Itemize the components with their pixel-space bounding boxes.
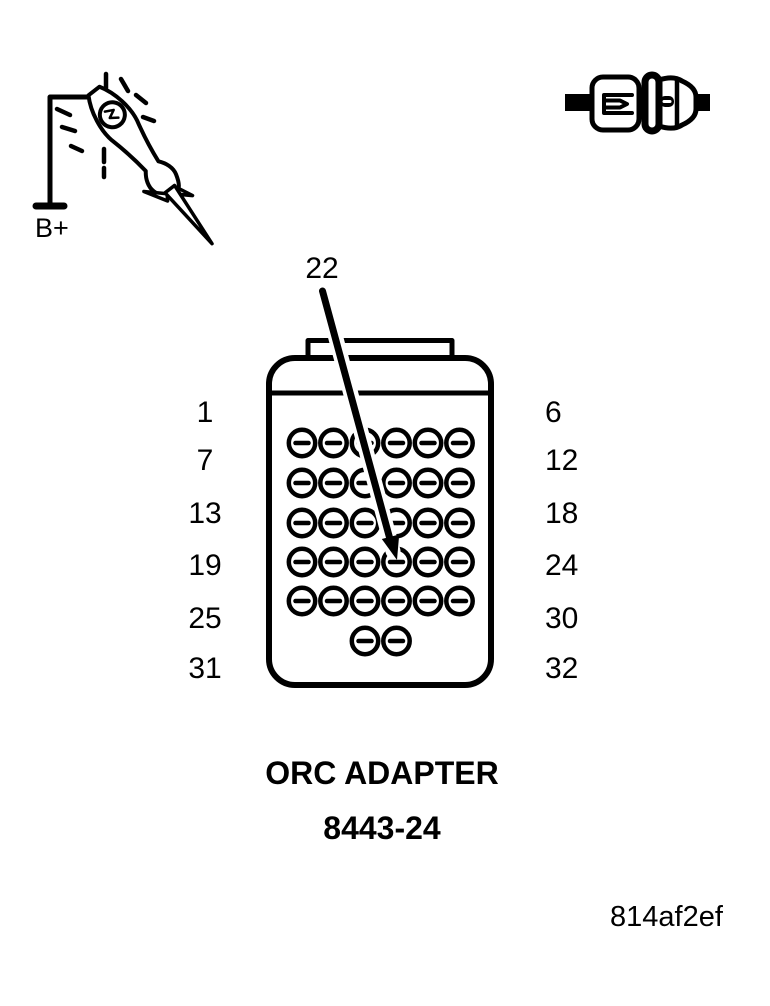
male-connector-housing <box>589 74 642 133</box>
pin-29 <box>412 585 444 617</box>
pin-17 <box>412 507 444 539</box>
pin-row-label-right-32: 32 <box>545 652 579 685</box>
pin-2 <box>318 427 349 459</box>
pin-32 <box>381 625 412 657</box>
male-terminal-slot <box>602 93 634 115</box>
pin-4 <box>381 427 412 459</box>
pin-row-label-right-6: 6 <box>545 396 562 429</box>
pin-row-label-left-7: 7 <box>196 444 214 477</box>
pin-row-label-left-25: 25 <box>188 602 222 635</box>
pin-15 <box>349 507 381 539</box>
connector-lock-tab <box>305 338 455 362</box>
pin-19 <box>286 546 318 578</box>
pin-10 <box>381 467 412 499</box>
light-rays-icon <box>54 71 157 180</box>
pin-14 <box>318 507 349 539</box>
female-connector-seal-ring <box>641 71 663 135</box>
pin-row-label-right-24: 24 <box>545 549 579 582</box>
pin-7 <box>286 467 318 499</box>
pin-8 <box>318 467 349 499</box>
right-wire-stub <box>696 94 710 111</box>
pin-21 <box>349 546 381 578</box>
pin-26 <box>318 585 349 617</box>
adapter-name-title: ORC ADAPTER <box>265 755 499 791</box>
left-wire-stub <box>565 94 593 111</box>
pin-24 <box>444 546 475 578</box>
pin-row-label-left-1: 1 <box>196 396 214 429</box>
pin-20 <box>318 546 349 578</box>
pin-11 <box>412 467 444 499</box>
probe-needle <box>163 183 214 246</box>
test-light-probe-icon <box>32 71 214 246</box>
pin-22-callout-label: 22 <box>305 252 339 285</box>
pin-13 <box>286 507 318 539</box>
inline-connector-pair-icon <box>565 71 710 135</box>
pin-18 <box>444 507 475 539</box>
adapter-part-number: 8443-24 <box>323 810 441 846</box>
orc-adapter-connector <box>266 338 494 688</box>
probe-wire <box>47 94 100 207</box>
pin-row-label-left-19: 19 <box>188 549 222 582</box>
pin-grid <box>286 427 475 657</box>
pin-1 <box>286 427 318 459</box>
pin-row-label-left-31: 31 <box>188 652 222 685</box>
figure-code: 814af2ef <box>610 901 723 933</box>
pin-27 <box>349 585 381 617</box>
arrow-shaft <box>319 287 395 547</box>
bulb-filament <box>103 108 120 120</box>
pin-6 <box>444 427 475 459</box>
pin-5 <box>412 427 444 459</box>
probe-body <box>86 84 214 246</box>
pin-25 <box>286 585 318 617</box>
b-plus-label: B+ <box>35 213 69 243</box>
pin-31 <box>349 625 381 657</box>
pin-23 <box>412 546 444 578</box>
pin-28 <box>381 585 412 617</box>
pin-callout-arrow <box>315 282 401 560</box>
pin-12 <box>444 467 475 499</box>
male-terminal-tongue <box>602 98 629 110</box>
pin-row-label-left-13: 13 <box>188 497 222 530</box>
pin-row-label-right-30: 30 <box>545 602 579 635</box>
arrow-head <box>381 534 400 560</box>
pin-row-label-right-12: 12 <box>545 444 579 477</box>
pin-row-label-right-18: 18 <box>545 497 579 530</box>
pin-30 <box>444 585 475 617</box>
